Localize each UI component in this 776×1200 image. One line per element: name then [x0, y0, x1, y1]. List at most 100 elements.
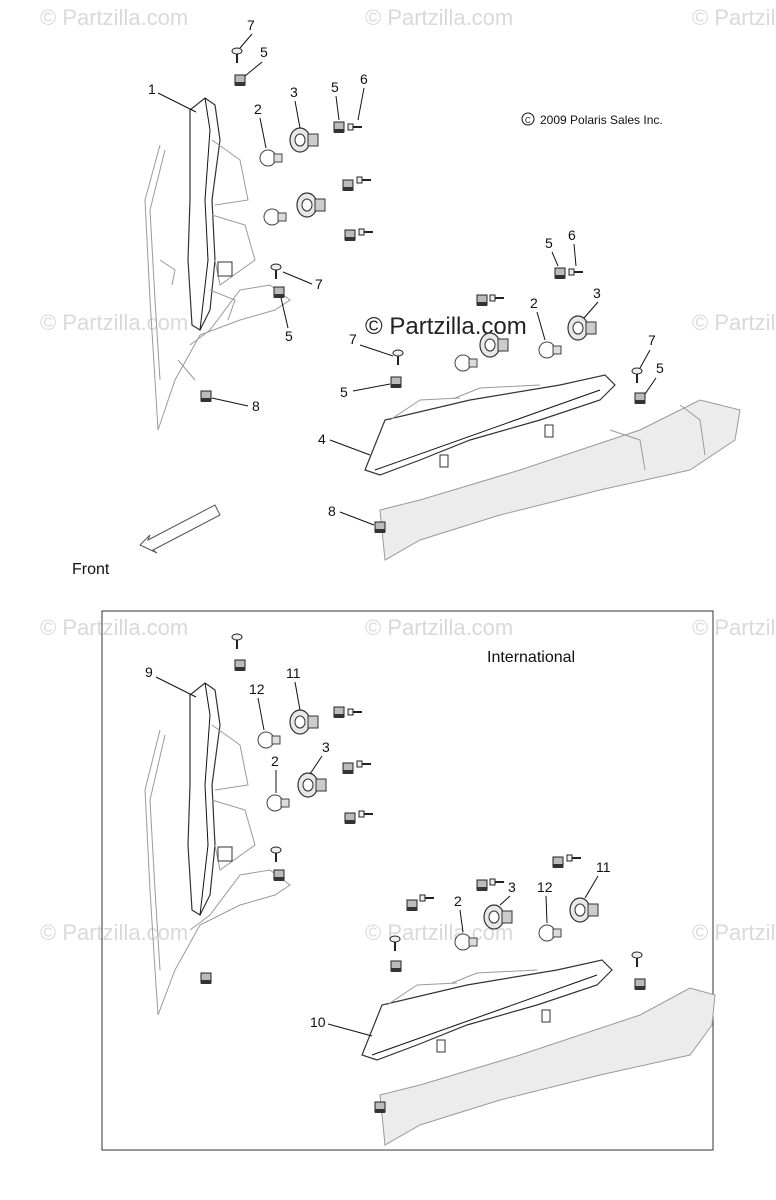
screw-icon: [631, 367, 643, 384]
socket-icon: [289, 127, 319, 153]
callout-5: 5: [285, 328, 293, 344]
left-fairing-outline: [144, 144, 291, 431]
bulb-icon: [257, 731, 281, 749]
top-left-parts: [200, 47, 374, 403]
clip-icon: [476, 294, 488, 307]
screw-icon: [489, 878, 505, 886]
right-fairing-outline: [379, 399, 741, 561]
bulb-icon: [259, 149, 283, 167]
screw-icon: [231, 47, 243, 64]
screw-icon: [270, 263, 282, 280]
socket-icon: [297, 772, 327, 798]
screw-icon: [419, 894, 435, 902]
callout-11: 11: [596, 859, 611, 875]
watermark-center-text: © Partzilla.com: [365, 313, 527, 340]
callout-7: 7: [247, 17, 255, 33]
callout-7: 7: [648, 332, 656, 348]
intl-left-fairing-outline: [144, 729, 291, 1016]
top-callouts: 7 5 1 2 3 5 6 7 5 8 5 6 3 2 7 5 7 5 4: [148, 17, 664, 526]
clip-icon: [273, 869, 285, 882]
screw-icon: [356, 760, 372, 768]
callout-12: 12: [249, 681, 265, 697]
callout-7: 7: [349, 331, 357, 347]
screw-icon: [392, 349, 404, 366]
screw-icon: [566, 854, 582, 862]
callout-9: 9: [145, 664, 153, 680]
screw-icon: [631, 951, 643, 968]
watermark-text: © Partzilla.com: [692, 5, 776, 30]
clip-icon: [552, 856, 564, 869]
clip-icon: [234, 74, 246, 87]
clip-icon: [390, 960, 402, 973]
screw-icon: [347, 708, 363, 716]
clip-icon: [333, 121, 345, 134]
clip-icon: [234, 659, 246, 672]
watermark-text: © Partzilla.com: [40, 920, 188, 945]
watermark-text: © Partzilla.com: [692, 310, 776, 335]
socket-icon: [296, 192, 326, 218]
intl-right-fairing-outline: [379, 987, 716, 1146]
callout-2: 2: [454, 893, 462, 909]
clip-icon: [342, 179, 354, 192]
screw-icon: [347, 123, 363, 131]
clip-icon: [344, 229, 356, 242]
front-label: Front: [72, 561, 110, 578]
socket-icon: [569, 897, 599, 923]
callout-5: 5: [331, 79, 339, 95]
intl-left-headlight-housing: [187, 682, 256, 916]
screw-icon: [358, 810, 374, 818]
intl-callouts: 9 11 12 3 2 11 12 3 2 10: [145, 664, 611, 1037]
callout-5: 5: [545, 235, 553, 251]
callout-3: 3: [290, 84, 298, 100]
clip-icon: [406, 899, 418, 912]
callout-8: 8: [328, 503, 336, 519]
international-frame: [101, 610, 714, 1151]
watermark-text: © Partzilla.com: [692, 920, 776, 945]
bulb-icon: [538, 341, 562, 359]
clip-icon: [634, 392, 646, 405]
clip-icon: [200, 972, 212, 985]
copyright-notice: C 2009 Polaris Sales Inc.: [521, 112, 663, 127]
front-arrow: Front: [72, 504, 221, 578]
screw-icon: [270, 846, 282, 863]
socket-icon: [567, 315, 597, 341]
screw-icon: [568, 268, 584, 276]
screw-icon: [356, 176, 372, 184]
watermark-text: © Partzilla.com: [40, 5, 188, 30]
callout-3: 3: [508, 879, 516, 895]
bulb-icon: [266, 794, 290, 812]
callout-4: 4: [318, 431, 326, 447]
callout-11: 11: [286, 665, 301, 681]
clip-icon: [333, 706, 345, 719]
bulb-icon: [454, 354, 478, 372]
svg-text:C: C: [525, 116, 531, 125]
callout-2: 2: [271, 753, 279, 769]
screw-icon: [231, 633, 243, 650]
watermark-text: © Partzilla.com: [692, 615, 776, 640]
callout-6: 6: [568, 227, 576, 243]
clip-icon: [374, 1101, 386, 1114]
clip-icon: [374, 521, 386, 534]
intl-right-headlight-housing: [361, 959, 613, 1061]
watermarks: © Partzilla.com © Partzilla.com © Partzi…: [40, 5, 776, 945]
callout-2: 2: [530, 295, 538, 311]
callout-3: 3: [322, 739, 330, 755]
intl-left-parts: [200, 633, 374, 985]
bulb-icon: [263, 208, 287, 226]
watermark-text: © Partzilla.com: [40, 310, 188, 335]
copyright-text: 2009 Polaris Sales Inc.: [540, 113, 663, 127]
watermark-text: © Partzilla.com: [365, 5, 513, 30]
callout-8: 8: [252, 398, 260, 414]
callout-5: 5: [260, 44, 268, 60]
callout-3: 3: [593, 285, 601, 301]
clip-icon: [476, 879, 488, 892]
international-label: International: [487, 649, 575, 666]
clip-icon: [342, 762, 354, 775]
callout-2: 2: [254, 101, 262, 117]
clip-icon: [634, 978, 646, 991]
clip-icon: [273, 286, 285, 299]
clip-icon: [344, 812, 356, 825]
bulb-icon: [538, 924, 562, 942]
callout-7: 7: [315, 276, 323, 292]
